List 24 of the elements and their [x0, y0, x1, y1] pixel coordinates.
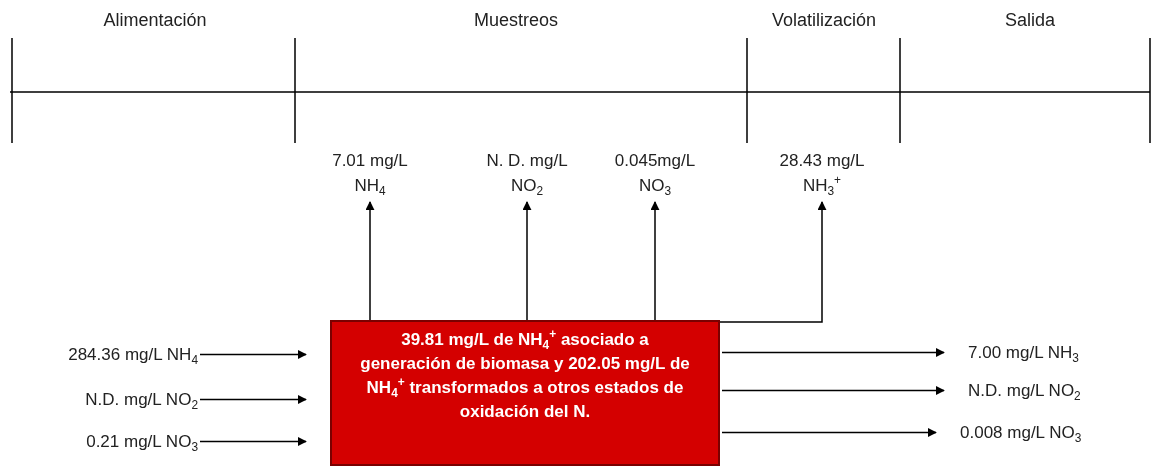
arrow: [199, 395, 307, 404]
arrow: [199, 350, 307, 359]
arrow: [721, 386, 945, 395]
phase-label: Alimentación: [103, 10, 207, 31]
arrow: [650, 201, 660, 321]
concentration-label: 0.008 mg/L NO$_{3}$: [960, 420, 1150, 445]
concentration-label: 7.00 mg/L NH$_{3}$: [968, 340, 1148, 365]
arrow: [199, 437, 307, 446]
concentration-label: N.D. mg/L NO$_{2}$: [8, 387, 198, 412]
phase-label: Muestreos: [474, 10, 559, 31]
concentration-label: N.D. mg/L NO$_{2}$: [968, 378, 1148, 403]
concentration-label: N. D. mg/L NO$_{2}$: [472, 148, 582, 198]
arrow: [522, 201, 532, 321]
phase-label: Salida: [1005, 10, 1056, 31]
arrow: [721, 348, 945, 357]
arrow: [365, 201, 375, 321]
phase-label: Volatilización: [772, 10, 877, 31]
concentration-label: 0.21 mg/L NO$_{3}$: [8, 429, 198, 454]
arrow: [719, 201, 827, 323]
concentration-label: 0.045mg/L NO$_{3}$: [600, 148, 710, 198]
arrow: [721, 428, 937, 437]
process-box: 39.81 mg/L de NH$_{4}$$^{+}$ asociado a generación de biomasa y 202.05 mg/L de NH$_{4}$$^{+}$ transformados a otros estados de oxidación del N.: [330, 320, 720, 466]
concentration-label: 7.01 mg/L NH$_{4}$: [325, 148, 415, 198]
concentration-label: 284.36 mg/L NH$_{4}$: [8, 342, 198, 367]
